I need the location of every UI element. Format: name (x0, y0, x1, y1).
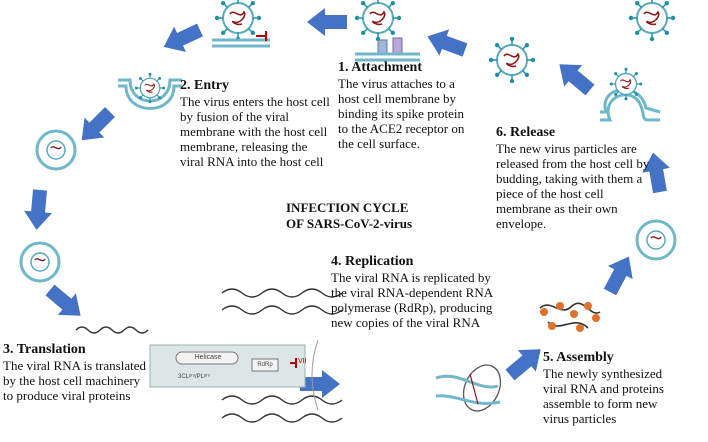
release-illustration (487, 0, 677, 122)
step-assembly-title: 5. Assembly (543, 350, 614, 365)
step-attachment: 1. Attachment The virus attaches to a ho… (338, 60, 476, 151)
entry-illustration (118, 72, 182, 110)
helicase-label: Helicase (194, 354, 222, 361)
step-replication-text: The viral RNA is replicated by the viral… (331, 270, 493, 330)
inhibited-virus-illustration (212, 0, 270, 48)
assembly-illustration (539, 302, 601, 332)
endosome-vesicle-1 (35, 129, 77, 171)
step-assembly-text: The newly synthesized viral RNA and prot… (543, 366, 664, 426)
step-release: 6. Release The new virus particles are r… (496, 125, 656, 231)
step-attachment-text: The virus attaches to a host cell membra… (338, 76, 465, 151)
ribosome-illustration (435, 364, 502, 412)
arrow-attachment-to-entry (307, 8, 347, 36)
step-entry-title: 2. Entry (180, 78, 229, 93)
arrow-top-left (157, 17, 206, 60)
arrow-to-replication (300, 370, 340, 398)
step-translation-title: 3. Translation (3, 342, 86, 357)
step-replication: 4. Replication The viral RNA is replicat… (331, 254, 496, 330)
attachment-illustration (353, 0, 420, 62)
diagram-title: INFECTION CYCLE OF SARS-CoV-2-virus (286, 200, 436, 232)
arrow-release-up (550, 53, 599, 101)
rdrp-label: RdRp (257, 362, 273, 368)
diagram-title-line2: OF SARS-CoV-2-virus (286, 216, 413, 231)
step-release-text: The new virus particles are released fro… (496, 141, 650, 231)
step-translation-text: The viral RNA is translated by the host … (3, 358, 146, 403)
arrow-left-down (22, 188, 54, 232)
protease-label: 3CLᵖʳᵒ/PLᵖʳᵒ (178, 374, 210, 380)
diagram-title-line1: INFECTION CYCLE (286, 200, 409, 215)
step-entry-text: The virus enters the host cell by fusion… (180, 94, 330, 169)
arrow-to-translation (41, 279, 90, 327)
step-assembly: 5. Assembly The newly synthesized viral … (543, 350, 683, 426)
arrow-release-to-virus (422, 23, 470, 64)
arrow-entry-down (71, 102, 120, 151)
translation-rna-strand (75, 326, 149, 334)
replication-inset (149, 288, 343, 423)
inhibitor-label: VII (298, 358, 307, 365)
step-replication-title: 4. Replication (331, 254, 414, 269)
endosome-vesicle-2 (19, 241, 61, 283)
arrow-assembly-up (597, 250, 642, 299)
step-release-title: 6. Release (496, 125, 556, 140)
step-attachment-title: 1. Attachment (338, 60, 422, 75)
step-entry: 2. Entry The virus enters the host cell … (180, 78, 330, 169)
step-translation: 3. Translation The viral RNA is translat… (3, 342, 148, 403)
